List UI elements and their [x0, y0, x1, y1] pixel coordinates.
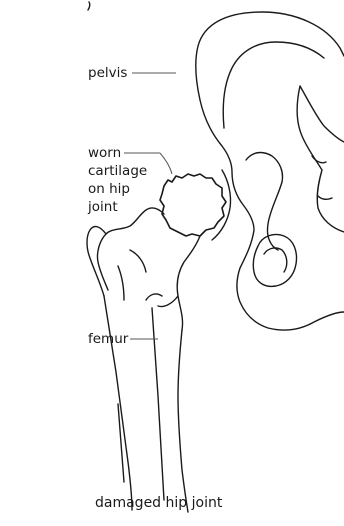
femoral-head — [160, 174, 226, 236]
pelvis-lower — [246, 153, 283, 250]
worn-cartilage-line-1: worn — [88, 144, 147, 162]
femur-shaft-left — [104, 296, 132, 510]
femur-label: femur — [88, 330, 128, 348]
cropped-mark — [88, 2, 90, 10]
cartilage-leader-tail — [160, 153, 172, 174]
femur-neck-upper — [97, 208, 164, 290]
femur-neck-lower — [177, 236, 200, 330]
obturator-inner — [264, 248, 287, 272]
femur-shaft-detail — [118, 294, 162, 482]
pelvis-label: pelvis — [88, 64, 127, 82]
worn-cartilage-line-4: joint — [88, 198, 147, 216]
diagram-caption: damaged hip joint — [95, 494, 222, 512]
obturator-foramen — [253, 234, 296, 286]
femur-shaft-inner — [152, 308, 164, 500]
sacrum-outline — [297, 86, 344, 232]
lesser-trochanter — [158, 296, 178, 307]
trochanter-line — [118, 250, 146, 300]
sacrum-detail — [312, 156, 332, 199]
femur-shaft-right — [178, 330, 188, 512]
worn-cartilage-line-3: on hip — [88, 180, 147, 198]
worn-cartilage-label: worn cartilage on hip joint — [88, 144, 147, 216]
worn-cartilage-line-2: cartilage — [88, 162, 147, 180]
pelvis-inner-rim — [223, 42, 324, 128]
acetabulum-edge — [212, 170, 231, 240]
